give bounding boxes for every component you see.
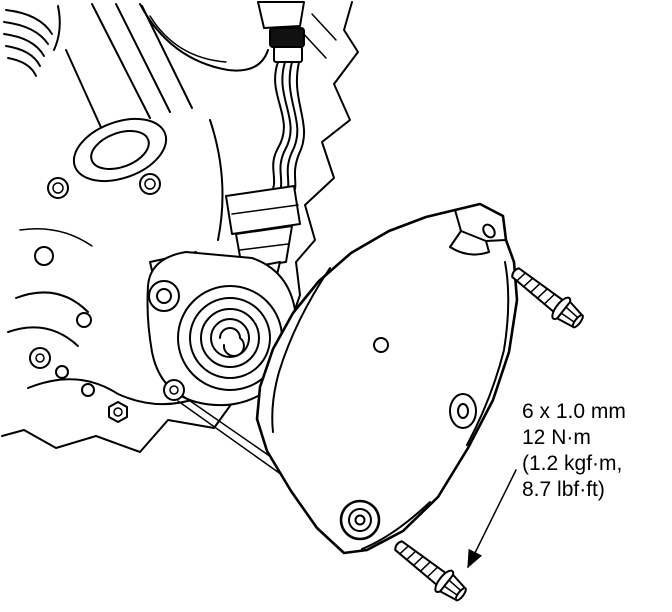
cooling-fins-icon	[3, 5, 61, 77]
case-contours	[7, 227, 199, 406]
water-pump	[146, 251, 298, 407]
flange-bolt-lower-icon	[387, 533, 472, 608]
wiring-harness	[225, 1, 306, 301]
upper-bolt-hole	[482, 223, 496, 239]
spec-arrow-icon	[467, 469, 517, 569]
flange-bolt-upper-icon	[504, 260, 589, 335]
cover-small-hole	[373, 337, 389, 353]
spec-line-torque-kgf: (1.2 kgf·m,	[522, 452, 622, 475]
case-bolt-heads	[29, 173, 161, 423]
spec-label: 6 x 1.0 mm 12 N·m (1.2 kgf·m, 8.7 lbf·ft…	[522, 400, 626, 501]
cover-oval-boss	[449, 393, 477, 429]
impeller-spiral-icon	[219, 327, 245, 357]
lower-bolt-boss	[339, 499, 381, 541]
spec-line-bolt-size: 6 x 1.0 mm	[522, 400, 626, 423]
cylinder-boss	[72, 117, 168, 183]
spec-line-torque-lbf: 8.7 lbf·ft)	[522, 478, 605, 501]
bolt-hole-boss	[163, 379, 185, 401]
spec-line-torque-nm: 12 N·m	[522, 426, 591, 449]
side-cover	[255, 202, 519, 555]
wire-bundle-icon	[267, 61, 306, 199]
